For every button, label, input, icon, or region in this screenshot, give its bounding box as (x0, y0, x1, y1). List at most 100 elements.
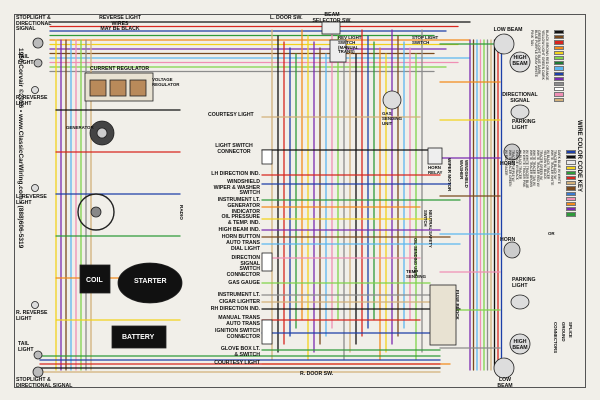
label-generator-indicator: GENERATOR INDICATOR (227, 203, 260, 215)
label-reverse-top: R. REVERSE LIGHT (16, 95, 48, 107)
label-gas-sending: GAS SENDING UNIT (382, 111, 403, 126)
fuse-block-body (429, 284, 457, 346)
label-courtesy-light-bottom: COURTESY LIGHT (214, 360, 260, 366)
color-key-chip (554, 76, 564, 81)
color-key-chip (566, 165, 576, 170)
distributor-center (90, 206, 102, 218)
label-cigar-lighter: CIGAR LIGHTER (219, 299, 260, 305)
label-horn-top: HORN (500, 161, 516, 167)
label-splice: SPLICE (568, 322, 573, 338)
label-door-sw-top: L. DOOR SW. (270, 15, 303, 21)
color-key-chip (554, 82, 564, 87)
color-key-chip (566, 202, 576, 207)
label-high-beam-bottom: HIGH BEAM (512, 339, 528, 351)
label-glove-box: GLOVE BOX LT. & SWITCH (220, 346, 260, 358)
color-key-chip (554, 71, 564, 76)
label-high-beam-top: HIGH BEAM (512, 55, 528, 67)
color-key-chip (554, 40, 564, 45)
diagram-title: 1960 Corvair ©2016 • www.ClassicCarWirin… (17, 48, 24, 249)
label-courtesy-light-top: COURTESY LIGHT (208, 112, 254, 118)
label-auto-trans-dial: AUTO TRANS DIAL LIGHT (226, 240, 260, 252)
wire-harness (39, 21, 503, 373)
horn-bottom (503, 241, 521, 259)
low-beam-bottom-lamp (493, 357, 515, 379)
color-key-chip (554, 97, 564, 102)
low-beam-top-lamp (493, 33, 515, 55)
label-stoplight-top: STOPLIGHT & DIRECTIONAL SIGNAL (16, 15, 52, 33)
website-text: www.ClassicCarWiring.com (17, 113, 24, 200)
label-horn-button: HORN BUTTON (221, 234, 260, 240)
color-key-chip (554, 35, 564, 40)
label-rev-light-switch: REV LIGHT SWITCH (MANUAL TRANS) (338, 35, 362, 55)
label-beam-selector: BEAM SELECTOR SW. (312, 12, 352, 24)
starter-body (117, 262, 183, 304)
label-reverse-mid: L. REVERSE LIGHT (16, 194, 47, 206)
label-coil: COIL (86, 277, 103, 284)
reverse-lamp-top (31, 86, 39, 94)
label-rh-direction: RH DIRECTION IND. (210, 306, 260, 312)
label-ground: GROUND (561, 322, 566, 342)
coil-body (79, 264, 111, 294)
color-key-chip (554, 56, 564, 61)
beam-selector-box (321, 21, 341, 35)
parking-bottom-lamp (510, 294, 530, 310)
label-ignition-switch: IGNITION SWITCH CONNECTOR (215, 328, 260, 340)
label-reverse-bottom: R. REVERSE LIGHT (16, 310, 48, 322)
reverse-lamp-mid (31, 184, 39, 192)
rev-light-switch-box (329, 39, 347, 63)
tail-lamp-bottom (33, 350, 43, 360)
color-key-chip (554, 87, 564, 92)
label-manual-auto: MANUAL TRANS AUTO TRANS (218, 315, 260, 327)
color-key-chip (566, 181, 576, 186)
light-switch-connector (261, 149, 273, 165)
distributor (77, 193, 115, 231)
label-tail-bottom: TAIL LIGHT (18, 341, 34, 353)
color-key-chip (566, 207, 576, 212)
label-oil-pressure: OIL PRESSURE & TEMP. IND. (221, 214, 260, 226)
label-radio: RADIO (179, 205, 184, 220)
color-key-chip (554, 92, 564, 97)
color-key-chip (566, 170, 576, 175)
color-key-chip (566, 150, 576, 155)
directional-top-lamp (510, 104, 530, 120)
reverse-lamp-bottom (31, 301, 39, 309)
color-key-chip (554, 45, 564, 50)
ignition-switch-connector (261, 319, 273, 345)
tail-lamp-top (33, 58, 43, 68)
stoplight-lamp-bottom (32, 366, 44, 378)
label-instrument-lt-bottom: INSTRUMENT LT. (217, 292, 260, 298)
horn-relay-box (427, 147, 443, 165)
label-battery: BATTERY (122, 334, 155, 341)
color-key-chip (554, 30, 564, 35)
regulator-coil-1 (89, 79, 107, 97)
label-door-sw-bottom: R. DOOR SW. (300, 371, 334, 377)
label-stoplight-bottom: STOPLIGHT & DIRECTIONAL SIGNAL (16, 377, 73, 389)
label-stop-light-switch: STOP LIGHT SWITCH (412, 35, 439, 45)
label-horn-relay: HORN RELAY (428, 165, 443, 175)
label-directional-signal: DIRECTIONAL SIGNAL (502, 92, 538, 104)
label-instrument-lt-top: INSTRUMENT LT. (217, 197, 260, 203)
color-key-chip (566, 160, 576, 165)
label-parking-light-top: PARKING LIGHT (512, 119, 536, 131)
color-key-chip (566, 186, 576, 191)
high-beam-bottom-lamp (509, 333, 531, 355)
label-low-beam-top: LOW BEAM (493, 27, 523, 33)
label-tail-top: TAIL LIGHT (18, 54, 34, 66)
regulator-coil-3 (129, 79, 147, 97)
color-key-chip (566, 176, 576, 181)
label-generator: GENERATOR (66, 125, 94, 130)
label-lh-direction: LH DIRECTION IND. (211, 171, 260, 177)
key-title: WIRE COLOR CODE KEY (576, 120, 582, 193)
color-key-tracer-names: DARK BLUE W/ WHITE TRACER BLACK W/ WHITE… (504, 150, 562, 189)
gas-sending-unit (382, 90, 402, 110)
color-key-chip (554, 66, 564, 71)
color-key-chip (566, 212, 576, 217)
horn-top (503, 143, 521, 161)
label-light-switch: LIGHT SWITCH CONNECTOR (215, 143, 253, 155)
label-key-note: OR (548, 231, 555, 236)
label-voltage-regulator: VOLTAGE REGULATOR (152, 77, 180, 87)
phone-text: (888)606-5319 (17, 205, 24, 249)
label-horn-bottom: HORN (500, 237, 516, 243)
label-direction-signal-switch: DIRECTION SIGNAL SWITCH CONNECTOR (226, 255, 260, 278)
